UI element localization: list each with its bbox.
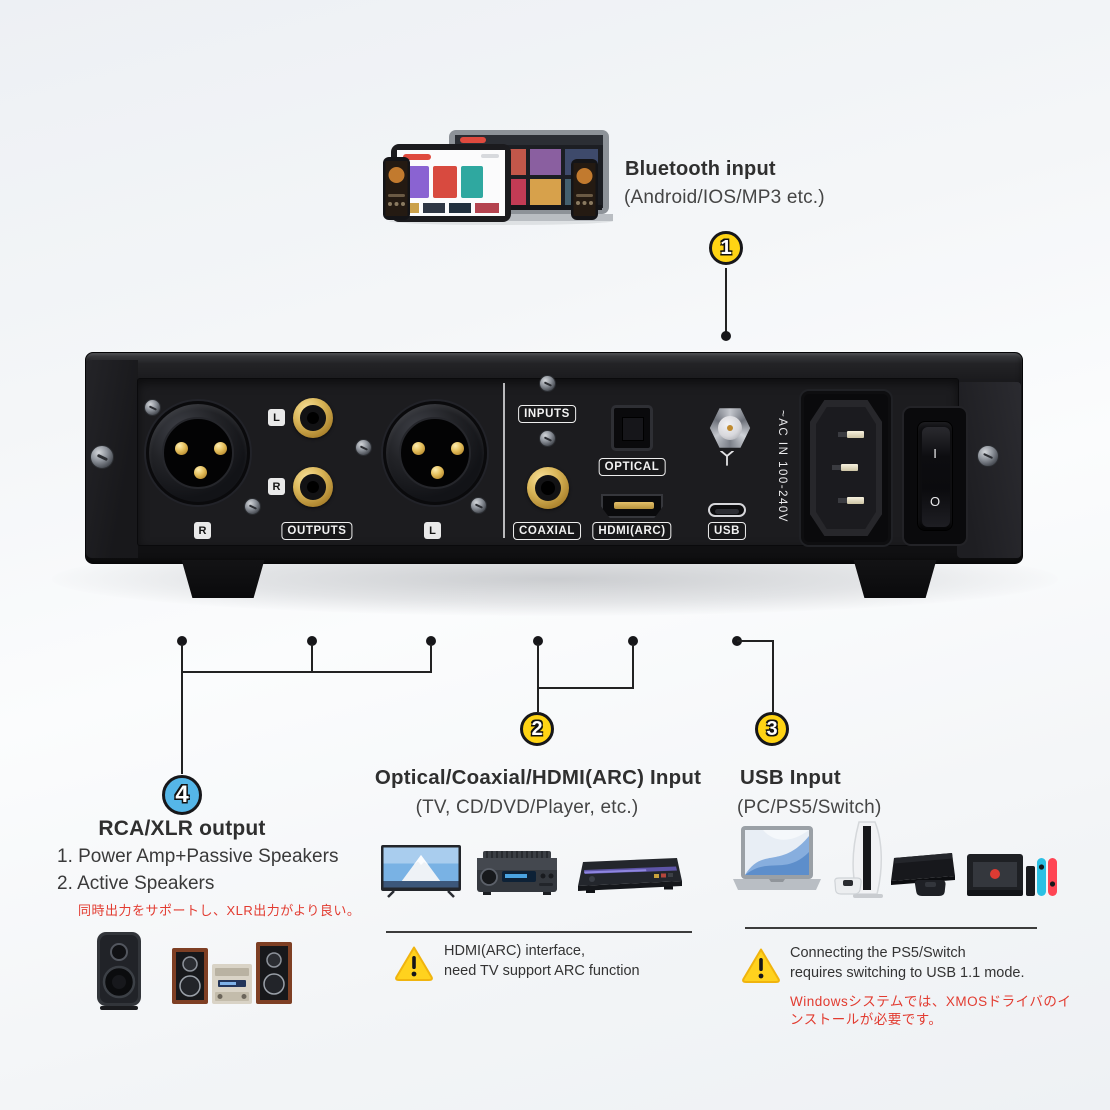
leader-line	[737, 640, 774, 642]
rca-xlr-title: RCA/XLR output	[98, 817, 266, 840]
bluetooth-subtitle: (Android/IOS/MP3 etc.)	[624, 187, 825, 208]
callout-number-1: 1	[709, 231, 743, 265]
callout-number-3: 3	[755, 712, 789, 746]
receiver-image	[477, 851, 557, 895]
hifi-system-image	[172, 942, 292, 1004]
screw-icon	[144, 399, 161, 416]
ps4-image	[891, 853, 955, 896]
device-foot-right	[853, 560, 937, 598]
section2-divider	[386, 931, 692, 933]
hdmi-port	[601, 494, 663, 518]
ac-input-label: ~AC IN 100-240V	[776, 410, 788, 523]
antenna-icon	[720, 451, 734, 466]
rca-jack-left	[293, 398, 333, 438]
screw-icon	[977, 445, 999, 467]
rca-xlr-item-1: 1. Power Amp+Passive Speakers	[57, 846, 339, 867]
section3-divider	[745, 927, 1037, 929]
power-on-glyph: I	[933, 446, 937, 461]
leader-line	[181, 644, 183, 774]
usb-section-subtitle: (PC/PS5/Switch)	[737, 797, 882, 818]
rca-left-tag: L	[268, 409, 285, 426]
screw-icon	[539, 430, 556, 447]
leader-line	[537, 644, 539, 712]
usb-warning-line1: Connecting the PS5/Switch	[790, 945, 966, 961]
usb-c-port	[708, 503, 746, 517]
screw-icon	[244, 498, 261, 515]
rca-xlr-item-2: 2. Active Speakers	[57, 873, 215, 894]
power-off-glyph: O	[929, 494, 941, 509]
dvd-player-image	[578, 858, 682, 893]
leader-line	[537, 687, 634, 689]
optical-section-title: Optical/Coaxial/HDMI(ARC) Input	[374, 766, 702, 789]
ps5-image	[834, 821, 883, 898]
leader-dot	[426, 636, 436, 646]
callout-number-2: 2	[520, 712, 554, 746]
usb-section-title: USB Input	[740, 766, 841, 789]
leader-dot	[628, 636, 638, 646]
rca-right-tag: R	[268, 478, 285, 495]
callout-number-4: 4	[162, 775, 202, 815]
leader-dot	[307, 636, 317, 646]
leader-dot	[533, 636, 543, 646]
leader-dot	[177, 636, 187, 646]
usb-warning-line2: requires switching to USB 1.1 mode.	[790, 965, 1025, 981]
studio-monitor-image	[97, 932, 141, 1010]
power-rocker[interactable]: I O	[917, 421, 953, 531]
leader-line	[311, 644, 313, 673]
optical-section-subtitle: (TV, CD/DVD/Player, etc.)	[415, 797, 639, 818]
screw-icon	[355, 439, 372, 456]
leader-line	[430, 644, 432, 673]
optical-port	[611, 405, 653, 451]
coaxial-label: COAXIAL	[513, 522, 581, 540]
leader-dot-1	[721, 331, 731, 341]
leader-line	[772, 640, 774, 712]
screw-icon	[90, 445, 114, 469]
ac-inlet	[799, 389, 893, 547]
usb-note-jp-line2: ンストールが必要です。	[790, 1012, 943, 1027]
bluetooth-devices-image	[383, 130, 613, 225]
inputs-label: INPUTS	[518, 405, 576, 423]
switch-image	[967, 854, 1057, 896]
device-foot-left	[181, 560, 265, 598]
antenna-connector	[709, 408, 751, 448]
screw-icon	[539, 375, 556, 392]
screw-icon	[470, 497, 487, 514]
rca-jack-right	[293, 467, 333, 507]
outputs-label: OUTPUTS	[281, 522, 353, 540]
leader-line	[632, 644, 634, 689]
xlr-connector-left	[383, 401, 487, 505]
usb-label: USB	[707, 522, 747, 540]
panel-divider-line	[503, 383, 505, 538]
leader-line	[181, 671, 432, 673]
hdmi-warning-line1: HDMI(ARC) interface,	[444, 943, 585, 959]
hdmi-warning-line2: need TV support ARC function	[444, 963, 640, 979]
optical-label: OPTICAL	[598, 458, 666, 476]
xlr-right-label: R	[194, 522, 211, 539]
coaxial-jack	[527, 467, 569, 509]
warning-icon	[742, 948, 780, 983]
warning-icon	[395, 946, 433, 981]
hdmi-label: HDMI(ARC)	[592, 522, 672, 540]
laptop-image	[733, 826, 821, 890]
leader-line-1	[725, 268, 727, 334]
rca-xlr-note-jp: 同時出力をサポートし、XLR出力がより良い。	[78, 903, 361, 918]
xlr-left-label: L	[424, 522, 441, 539]
usb-note-jp-line1: Windowsシステムでは、XMOSドライバのイ	[790, 994, 1072, 1009]
power-switch[interactable]: I O	[902, 406, 968, 546]
bluetooth-title: Bluetooth input	[625, 158, 776, 180]
tv-image	[381, 845, 461, 898]
xlr-connector-right	[146, 401, 250, 505]
